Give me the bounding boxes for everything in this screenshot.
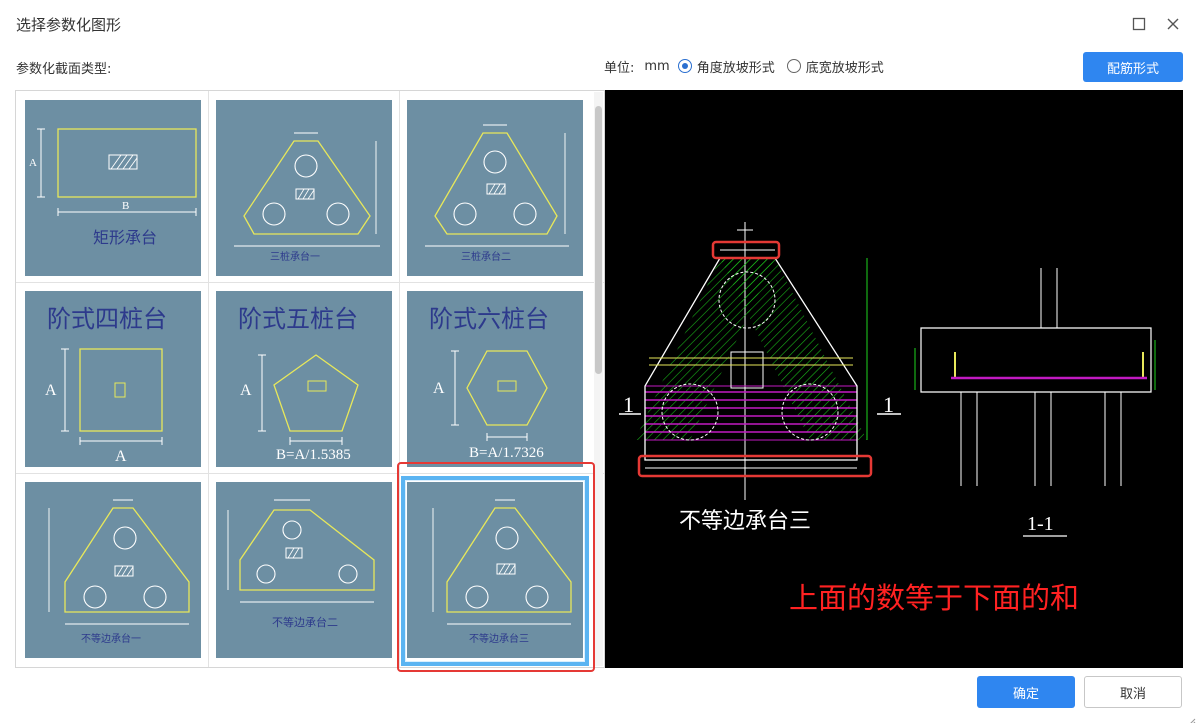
shape-card-step-six-pile[interactable]: 阶式六桩台 A B=A/1.7326 — [407, 291, 583, 467]
unit-label: 单位: — [604, 60, 635, 76]
section-mark-right: 1 — [883, 392, 894, 417]
rebar-form-button[interactable]: 配筋形式 — [1083, 52, 1183, 82]
shape-caption: 阶式五桩台 — [238, 305, 358, 333]
shape-grid: A B 矩形承台 三桩承台一 三桩承 — [15, 90, 605, 668]
cancel-button[interactable]: 取消 — [1084, 676, 1182, 708]
shape-card-step-five-pile[interactable]: 阶式五桩台 A B=A/1.5385 — [216, 291, 392, 467]
svg-text:B=A/1.5385: B=A/1.5385 — [276, 447, 351, 463]
section-title: 1-1 — [1027, 513, 1054, 535]
shape-caption: 不等边承台三 — [469, 632, 529, 645]
svg-text:A: A — [433, 380, 445, 397]
shape-card-unequal-1[interactable]: 不等边承台一 — [25, 482, 201, 658]
shape-caption: 阶式六桩台 — [429, 305, 549, 333]
radio-width-slope[interactable]: 底宽放坡形式 — [786, 57, 884, 76]
radio-unchecked-icon — [786, 59, 801, 73]
shape-card-three-pile-2[interactable]: 三桩承台二 — [407, 100, 583, 276]
shape-caption: 不等边承台二 — [272, 615, 338, 629]
grid-scrollbar[interactable] — [594, 92, 603, 666]
unit-row: 单位: mm 角度放坡形式 底宽放坡形式 — [604, 56, 896, 76]
svg-text:A: A — [240, 382, 252, 399]
radio-angle-label: 角度放坡形式 — [696, 60, 775, 76]
svg-text:B: B — [122, 200, 129, 212]
shape-caption: 阶式四桩台 — [47, 305, 167, 333]
shape-caption: 三桩承台一 — [270, 250, 320, 263]
svg-text:A: A — [115, 448, 127, 465]
unit-value: mm — [644, 58, 670, 74]
resize-grip-icon[interactable] — [1186, 711, 1196, 723]
shape-caption: 不等边承台一 — [81, 632, 141, 645]
grid-divider — [399, 91, 400, 667]
radio-width-label: 底宽放坡形式 — [805, 60, 884, 76]
shape-card-unequal-2[interactable]: 不等边承台二 — [216, 482, 392, 658]
radio-checked-icon — [677, 59, 692, 73]
shape-caption: 三桩承台二 — [461, 250, 511, 263]
shape-caption: 矩形承台 — [93, 228, 157, 247]
maximize-icon[interactable] — [1127, 12, 1151, 36]
annotation-text: 上面的数等于下面的和 — [789, 581, 1079, 615]
shape-card-rect-cap[interactable]: A B 矩形承台 — [25, 100, 201, 276]
preview-main-title: 不等边承台三 — [679, 509, 811, 534]
section-type-label: 参数化截面类型: — [16, 62, 112, 77]
shape-card-unequal-3[interactable]: 不等边承台三 — [407, 482, 583, 658]
shape-card-step-four-pile[interactable]: 阶式四桩台 A A — [25, 291, 201, 467]
svg-text:B=A/1.7326: B=A/1.7326 — [469, 445, 544, 461]
radio-angle-slope[interactable]: 角度放坡形式 — [677, 57, 775, 76]
grid-divider — [16, 282, 604, 283]
ok-button[interactable]: 确定 — [977, 676, 1075, 708]
svg-text:A: A — [45, 382, 57, 399]
grid-divider — [208, 91, 209, 667]
shape-card-three-pile-1[interactable]: 三桩承台一 — [216, 100, 392, 276]
title-bar: 选择参数化图形 — [0, 0, 1198, 48]
grid-divider — [16, 473, 604, 474]
svg-text:A: A — [29, 157, 37, 169]
scroll-thumb[interactable] — [595, 106, 602, 374]
preview-canvas: 1 1 不等边承台三 1-1 上面的数等于下面的和 — [605, 90, 1183, 668]
dialog-title: 选择参数化图形 — [16, 16, 122, 34]
section-mark-left: 1 — [623, 392, 634, 417]
close-icon[interactable] — [1161, 12, 1185, 36]
